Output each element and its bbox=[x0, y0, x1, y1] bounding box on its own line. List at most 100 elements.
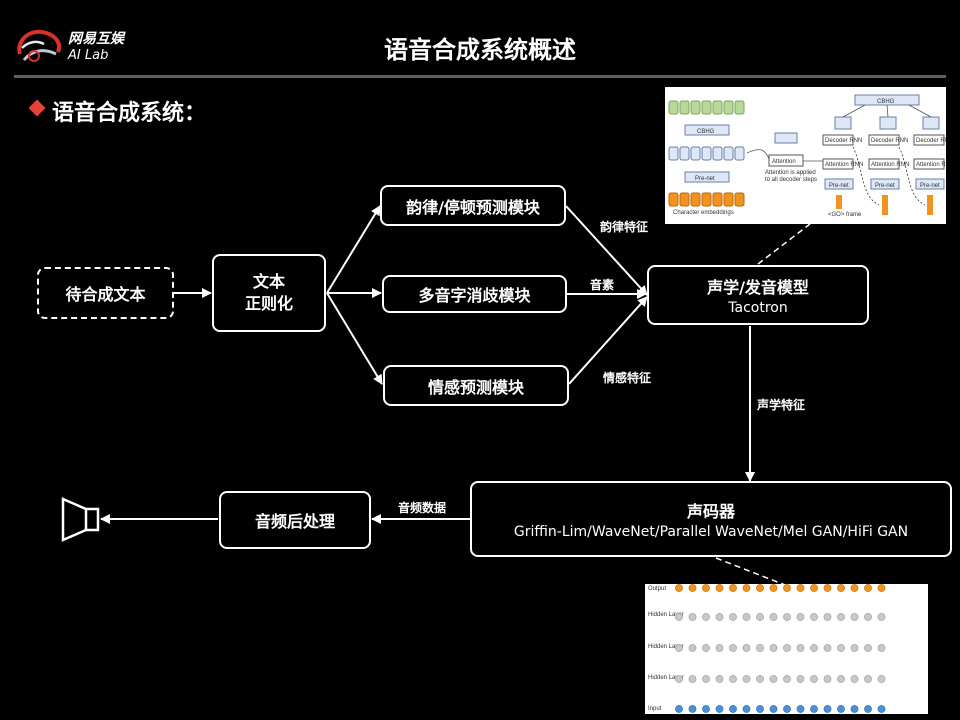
wavenet-node bbox=[729, 613, 737, 621]
svg-text:Attention: Attention bbox=[772, 159, 796, 165]
tacotron-diagram: CBHG Pre-net Character embeddings Attent… bbox=[668, 94, 946, 218]
svg-text:Pre-net: Pre-net bbox=[829, 183, 849, 189]
wavenet-node bbox=[864, 705, 872, 713]
label-phoneme: 音素 bbox=[590, 278, 615, 292]
svg-text:Pre-net: Pre-net bbox=[920, 183, 940, 189]
input-text-node: 待合成文本 bbox=[37, 267, 174, 319]
wavenet-node bbox=[742, 613, 751, 621]
wavenet-node bbox=[877, 613, 886, 621]
svg-text:Pre-net: Pre-net bbox=[875, 183, 895, 189]
wavenet-diagram: Output Hidden Layer Hidden Layer Hidden … bbox=[648, 584, 886, 713]
wavenet-node bbox=[729, 675, 737, 683]
wavenet-node bbox=[783, 613, 791, 621]
label-emotion-feat: 情感特征 bbox=[603, 371, 652, 385]
wavenet-node bbox=[756, 584, 764, 592]
wavenet-node bbox=[796, 644, 805, 652]
wavenet-node bbox=[715, 705, 724, 713]
wavenet-node bbox=[823, 584, 832, 592]
svg-text:Pre-net: Pre-net bbox=[695, 176, 715, 182]
svg-text:Decoder RNN: Decoder RNN bbox=[871, 138, 908, 144]
speaker-icon bbox=[61, 497, 100, 542]
layer-label-hidden-3: Hidden Layer bbox=[648, 675, 684, 681]
wavenet-node bbox=[837, 584, 845, 592]
wavenet-node bbox=[783, 584, 791, 592]
wavenet-node bbox=[864, 584, 872, 592]
encoder-middle bbox=[668, 146, 745, 161]
wavenet-node bbox=[702, 613, 710, 621]
char-embeddings bbox=[668, 192, 745, 207]
wavenet-node bbox=[675, 584, 683, 592]
arrow-emotion-to-acoustic bbox=[568, 296, 648, 385]
wavenet-node bbox=[864, 675, 872, 683]
wavenet-node bbox=[810, 644, 818, 652]
wavenet-dilated-conv-figure: Output Hidden Layer Hidden Layer Hidden … bbox=[645, 584, 928, 714]
layer-label-hidden-2: Hidden Layer bbox=[648, 644, 684, 650]
wavenet-node bbox=[742, 705, 751, 713]
wavenet-node bbox=[823, 644, 832, 652]
wavenet-node bbox=[810, 705, 818, 713]
svg-text:Character embeddings: Character embeddings bbox=[673, 210, 734, 216]
page-title: 语音合成系统概述 bbox=[384, 36, 576, 64]
wavenet-node bbox=[823, 675, 832, 683]
wavenet-node bbox=[769, 644, 778, 652]
wavenet-node bbox=[877, 675, 886, 683]
wavenet-node bbox=[702, 675, 710, 683]
wavenet-node bbox=[702, 584, 710, 592]
decoder-col-1: Decoder RNN Attention RNN Pre-net <GO> f… bbox=[822, 116, 863, 218]
wavenet-node bbox=[729, 705, 737, 713]
wavenet-node bbox=[796, 675, 805, 683]
logo-mark-icon bbox=[17, 29, 61, 62]
label-acoustic-feat: 声学特征 bbox=[757, 398, 806, 412]
wavenet-node bbox=[864, 644, 872, 652]
label-prosody-feat: 韵律特征 bbox=[600, 220, 649, 234]
svg-text:<GO> frame: <GO> frame bbox=[828, 212, 862, 218]
wavenet-node bbox=[702, 705, 710, 713]
acoustic-model-node: 声学/发音模型 Tacotron bbox=[647, 265, 869, 325]
label-audio-data: 音频数据 bbox=[398, 501, 447, 515]
wavenet-node bbox=[769, 613, 778, 621]
wavenet-node bbox=[850, 644, 859, 652]
wavenet-node bbox=[756, 613, 764, 621]
wavenet-node bbox=[715, 613, 724, 621]
polyphone-node: 多音字消歧模块 bbox=[382, 275, 567, 313]
decoder-col-2: Decoder RNN Attention RNN Pre-net bbox=[868, 116, 909, 215]
svg-text:CBHG: CBHG bbox=[877, 99, 895, 105]
title-divider bbox=[14, 75, 946, 78]
svg-text:Attention RNN: Attention RNN bbox=[871, 162, 909, 168]
wavenet-node bbox=[823, 613, 832, 621]
svg-text:Attention is applied: Attention is applied bbox=[765, 170, 816, 176]
wavenet-node bbox=[864, 613, 872, 621]
logo: 网易互娱 AI Lab bbox=[14, 24, 154, 74]
wavenet-node bbox=[688, 705, 697, 713]
wavenet-node bbox=[742, 584, 751, 592]
wavenet-node bbox=[850, 705, 859, 713]
wavenet-node bbox=[715, 644, 724, 652]
logo-brand: 网易互娱 bbox=[68, 31, 124, 47]
section-title: 语音合成系统： bbox=[52, 101, 207, 126]
wavenet-node bbox=[837, 705, 845, 713]
encoder-outputs bbox=[668, 100, 745, 115]
wavenet-node bbox=[837, 675, 845, 683]
wavenet-node bbox=[688, 584, 697, 592]
wavenet-node bbox=[729, 644, 737, 652]
callout-tacotron bbox=[757, 223, 811, 265]
svg-text:Decoder RNN: Decoder RNN bbox=[825, 138, 862, 144]
wavenet-node bbox=[877, 705, 886, 713]
vocoder-node: 声码器 Griffin-Lim/WaveNet/Parallel WaveNet… bbox=[470, 481, 952, 557]
layer-label-output: Output bbox=[648, 586, 666, 592]
wavenet-node bbox=[837, 613, 845, 621]
wavenet-node bbox=[742, 644, 751, 652]
wavenet-node bbox=[877, 644, 886, 652]
wavenet-node bbox=[769, 584, 778, 592]
wavenet-node bbox=[850, 584, 859, 592]
wavenet-node bbox=[810, 675, 818, 683]
wavenet-node bbox=[783, 705, 791, 713]
emotion-node: 情感预测模块 bbox=[383, 365, 569, 406]
arrow-normalize-to-prosody bbox=[326, 205, 381, 294]
svg-text:CBHG: CBHG bbox=[697, 129, 715, 135]
wavenet-node bbox=[877, 584, 886, 592]
svg-text:Decoder RNN: Decoder RNN bbox=[916, 138, 946, 144]
svg-text:Attention RNN: Attention RNN bbox=[916, 162, 946, 168]
prosody-node: 韵律/停顿预测模块 bbox=[380, 185, 566, 226]
